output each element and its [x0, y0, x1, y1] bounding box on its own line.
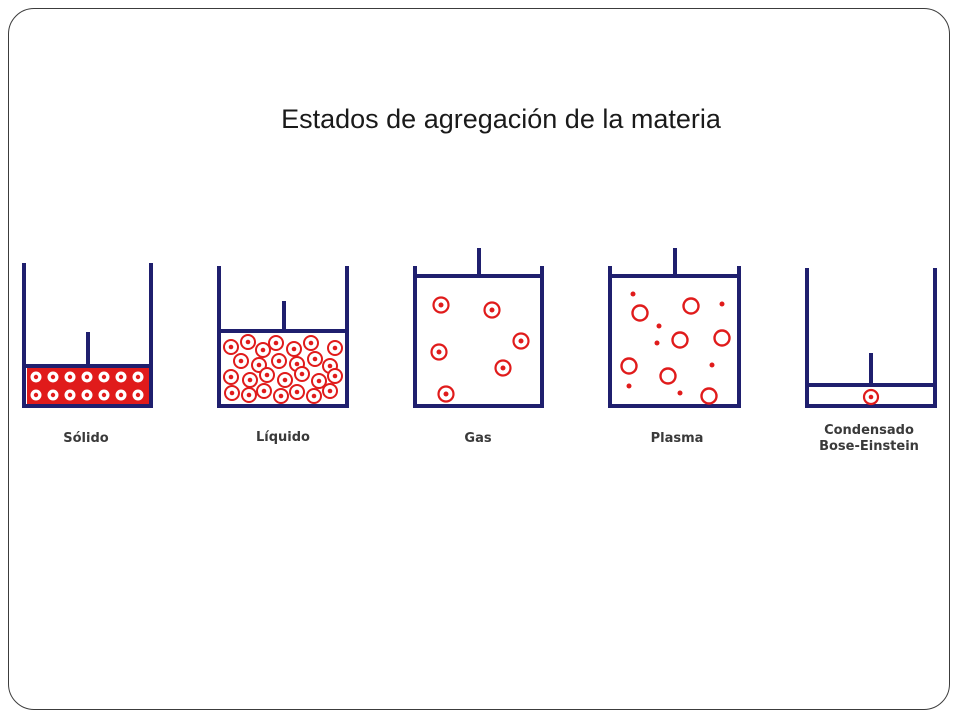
particle — [671, 331, 689, 349]
particle-core — [261, 388, 267, 394]
particle-core — [245, 339, 251, 345]
particle-core — [135, 374, 141, 380]
particle-core — [101, 392, 107, 398]
particle-core — [33, 374, 39, 380]
state-liquido: Líquido — [217, 266, 349, 445]
particle-core — [327, 363, 333, 369]
label-liquido: Líquido — [256, 430, 310, 445]
particle-core — [118, 392, 124, 398]
particle-core — [438, 302, 444, 308]
label-plasma: Plasma — [651, 431, 704, 446]
particles-gas — [430, 296, 530, 403]
container-bec — [805, 268, 937, 408]
label-gas: Gas — [464, 431, 491, 446]
electron-dot — [630, 291, 636, 297]
particle-core — [33, 392, 39, 398]
particle-core — [518, 338, 524, 344]
container-gas — [413, 248, 544, 408]
particle-core — [294, 361, 300, 367]
particle-core — [278, 393, 284, 399]
particle-core — [276, 358, 282, 364]
particle-core — [135, 392, 141, 398]
electron-dot — [654, 340, 660, 346]
particle-core — [264, 372, 270, 378]
particle-core — [443, 391, 449, 397]
particle-core — [247, 377, 253, 383]
particle-core — [84, 392, 90, 398]
label-bec-line2: Bose-Einstein — [819, 439, 919, 454]
state-plasma: Plasma — [608, 248, 741, 446]
particle-core — [308, 340, 314, 346]
particle-core — [228, 374, 234, 380]
particle-core — [436, 349, 442, 355]
electron-dot — [709, 362, 715, 368]
state-solido: Sólido — [22, 263, 153, 446]
container-liquido — [217, 266, 349, 408]
particle-core — [316, 378, 322, 384]
state-bec: Condensado Bose-Einstein — [805, 268, 937, 454]
particle-core — [327, 388, 333, 394]
particle-core — [256, 362, 262, 368]
electron-dot — [626, 383, 632, 389]
particle-core — [282, 377, 288, 383]
particle-core — [229, 390, 235, 396]
particle-core — [500, 365, 506, 371]
container-plasma — [608, 248, 741, 408]
electron-dot — [719, 301, 725, 307]
particle-core — [118, 374, 124, 380]
particle-core — [291, 346, 297, 352]
particle — [620, 357, 638, 375]
particle-core — [228, 344, 234, 350]
particles-liquido — [223, 334, 343, 404]
electron-dot — [677, 390, 683, 396]
particle-core — [868, 394, 874, 400]
particle-core — [50, 374, 56, 380]
particle-core — [489, 307, 495, 313]
particle — [631, 304, 649, 322]
particle-core — [299, 371, 305, 377]
particles-solido — [28, 369, 146, 403]
particle — [659, 367, 677, 385]
particles-bec — [862, 388, 880, 406]
particle-core — [67, 392, 73, 398]
particle-core — [312, 356, 318, 362]
particle-core — [101, 374, 107, 380]
particle — [682, 297, 700, 315]
particle-core — [50, 392, 56, 398]
slide-title: Estados de agregación de la materia — [281, 104, 721, 134]
particles-plasma — [620, 291, 731, 405]
particle-core — [311, 393, 317, 399]
particle-core — [273, 340, 279, 346]
particle-core — [332, 345, 338, 351]
label-solido: Sólido — [63, 431, 109, 446]
particle-core — [332, 373, 338, 379]
particle-core — [84, 374, 90, 380]
label-bec-line1: Condensado — [824, 423, 914, 438]
particle-core — [238, 358, 244, 364]
particle-core — [246, 392, 252, 398]
container-solido — [22, 263, 153, 408]
electron-dot — [656, 323, 662, 329]
slide-frame — [8, 8, 950, 710]
particle-core — [260, 347, 266, 353]
state-gas: Gas — [413, 248, 544, 446]
particle — [713, 329, 731, 347]
particle — [700, 387, 718, 405]
particle-core — [67, 374, 73, 380]
particle-core — [294, 389, 300, 395]
